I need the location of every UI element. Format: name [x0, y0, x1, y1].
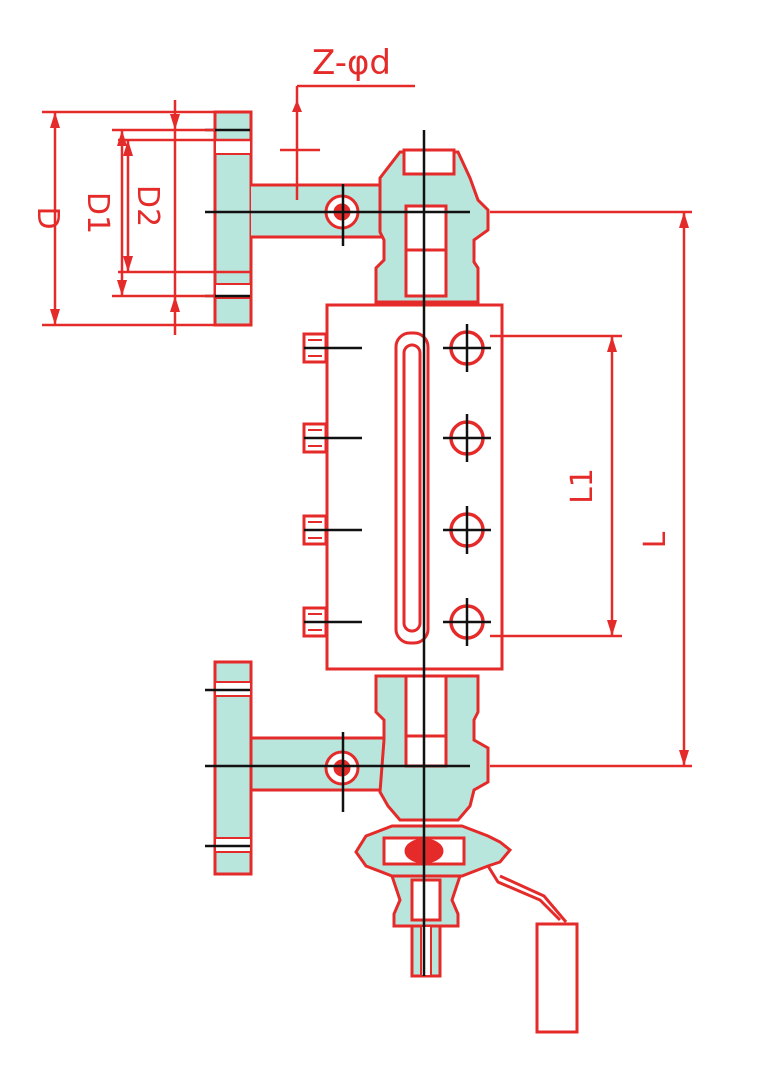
upper-flange: [213, 110, 403, 327]
bolt-circle-diameter-label: D1: [80, 192, 115, 234]
visible-length-label: L1: [565, 468, 600, 504]
raised-face-diameter-label: D2: [130, 185, 165, 227]
flange-outer-diameter-label: D: [30, 206, 65, 229]
drain-valve: [354, 824, 513, 978]
dimension-lines: [42, 84, 692, 768]
lower-flange: [213, 660, 403, 876]
center-distance-label: L: [638, 531, 673, 548]
bolt-crosshairs: [443, 324, 491, 646]
dimension-arrows: [50, 100, 689, 766]
center-lines: [205, 128, 470, 976]
lower-valve-body: [324, 674, 490, 822]
upper-valve-body: [324, 148, 490, 304]
body-bolts-left: [302, 332, 328, 638]
gauge-body: [325, 303, 504, 671]
body-bolt-center-lines: [304, 346, 362, 624]
bolt-spec-label: Z-φd: [312, 43, 391, 83]
drain-handle: [486, 865, 579, 1034]
